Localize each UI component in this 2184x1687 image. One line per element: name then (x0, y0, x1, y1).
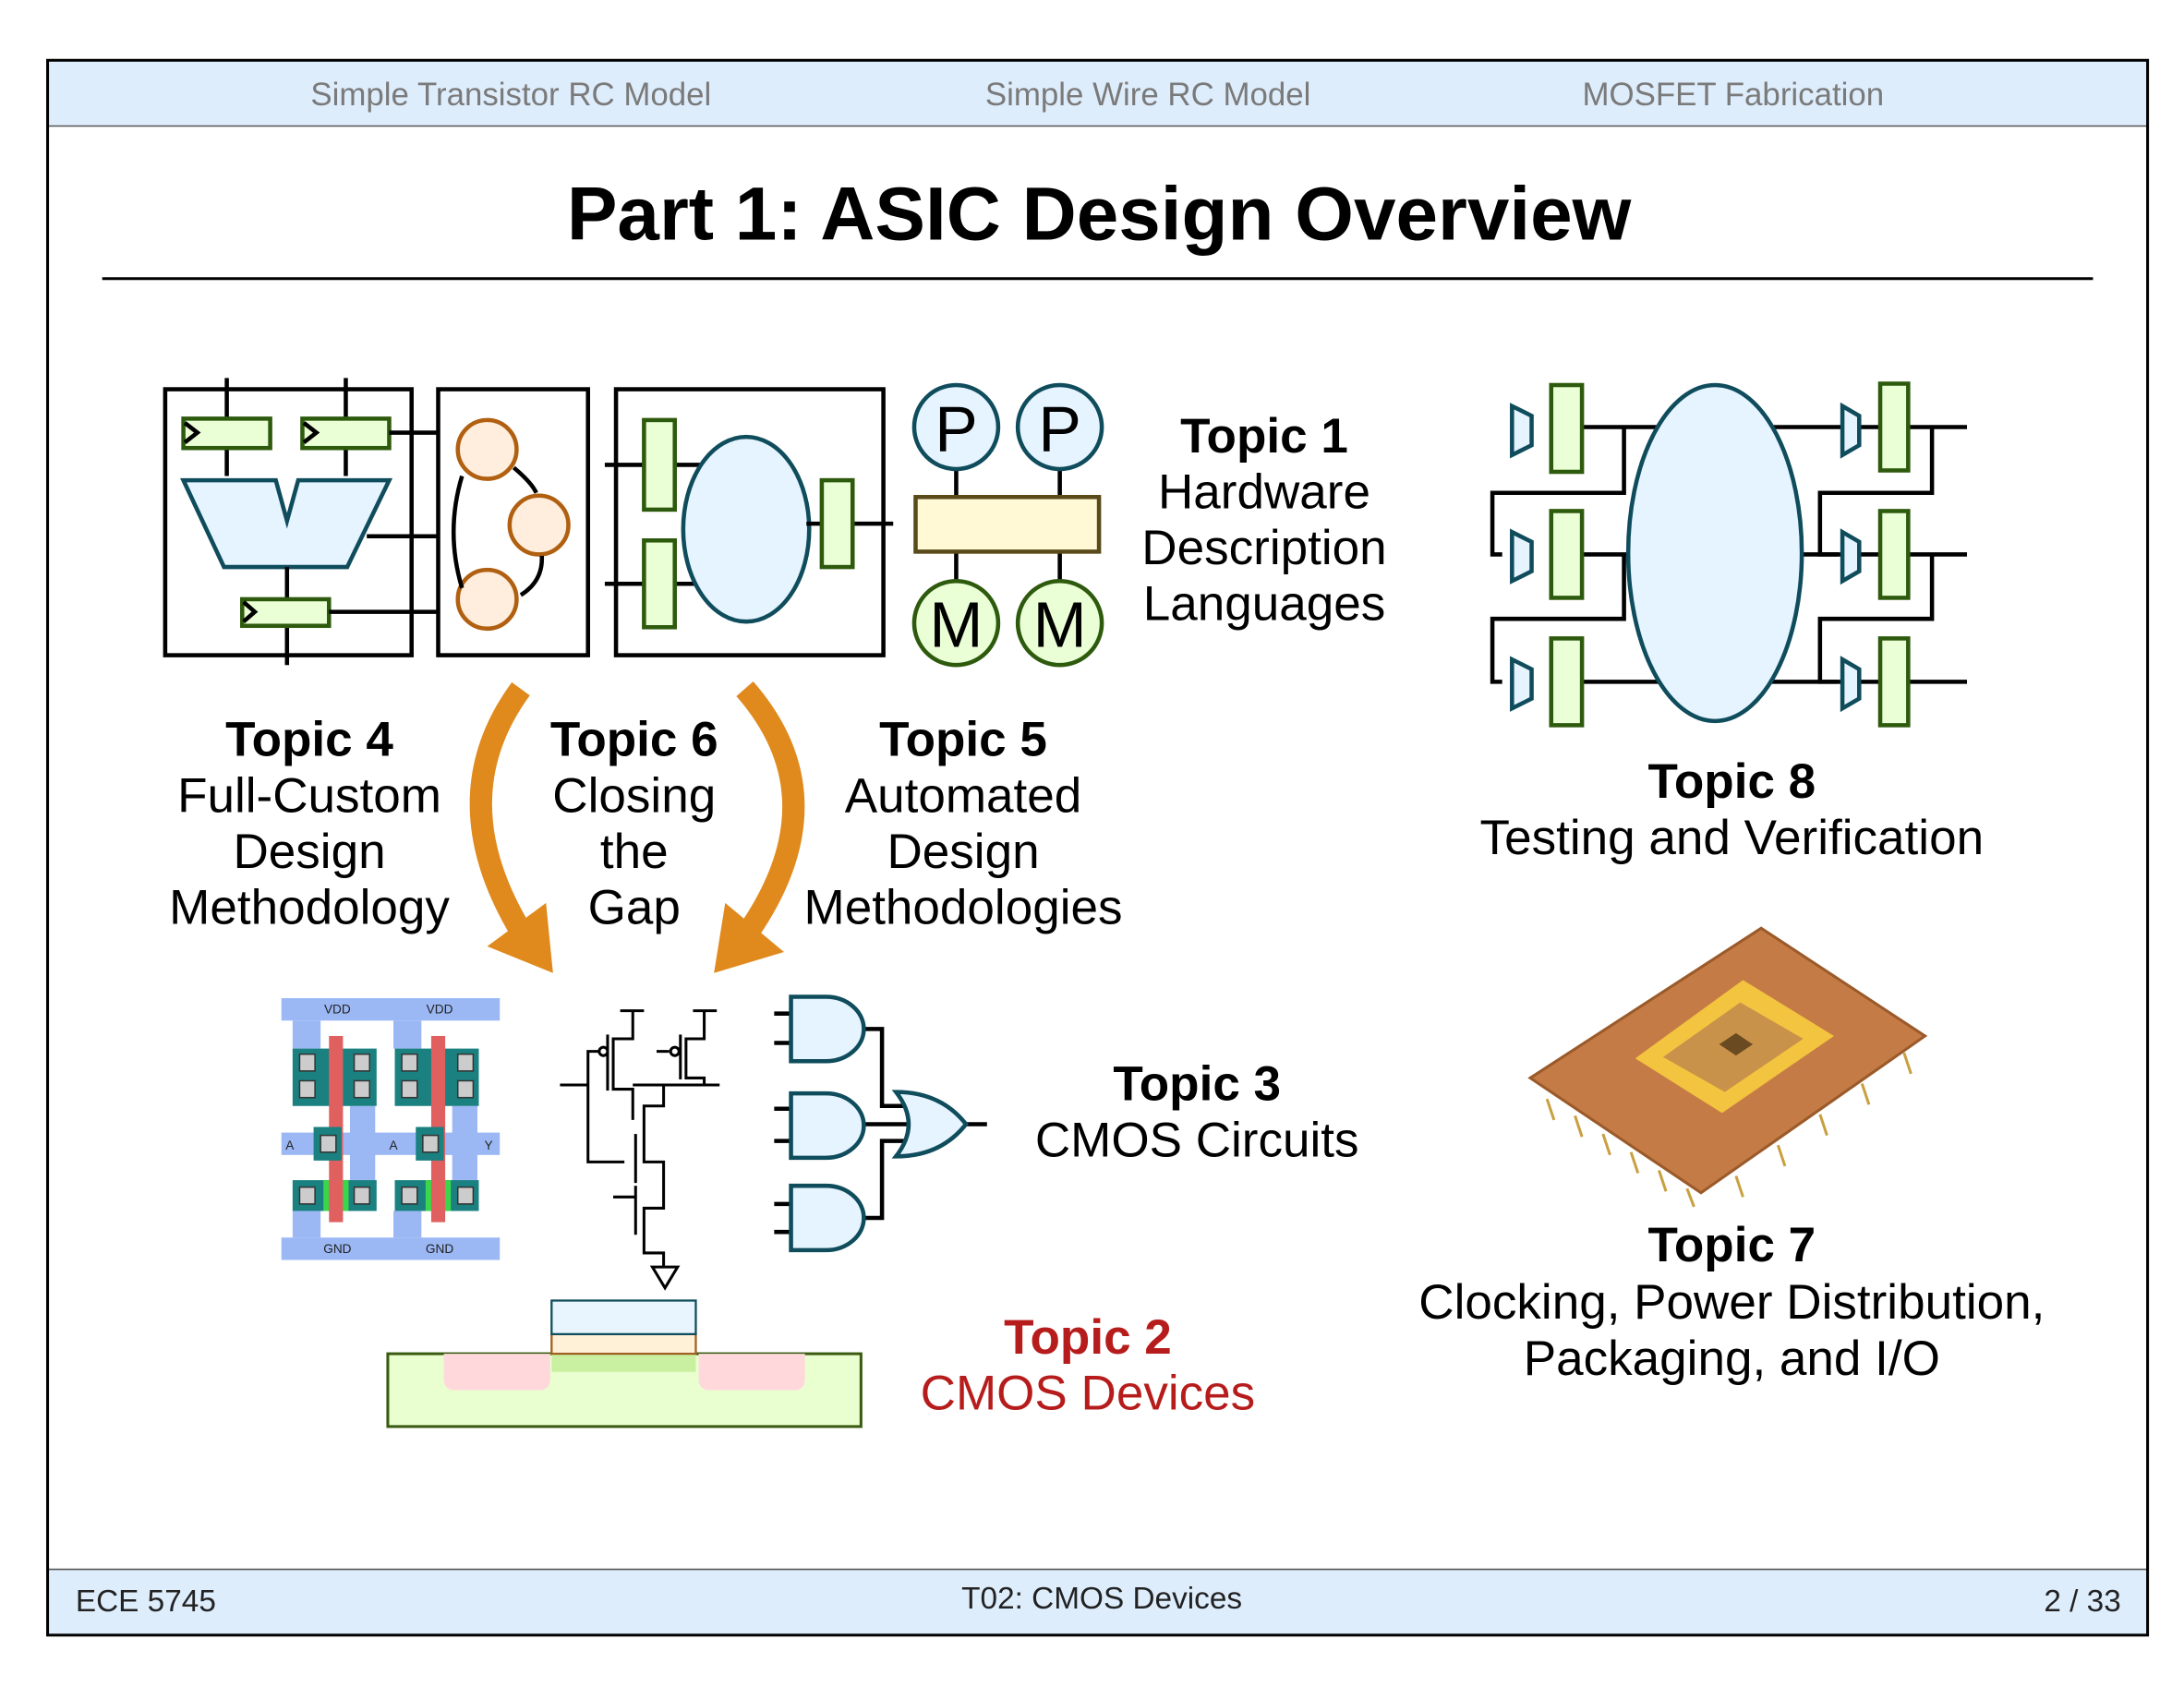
test-verification-figure (1490, 381, 1968, 728)
topic-8: Topic 8 Testing and Verification (1480, 754, 1985, 865)
processor-label: P (1038, 392, 1081, 464)
svg-text:CMOS Circuits: CMOS Circuits (1035, 1113, 1359, 1167)
nav-section-2[interactable]: Simple Wire RC Model (985, 77, 1311, 113)
svg-text:Topic 6: Topic 6 (550, 713, 718, 767)
topic-6: Topic 6 Closing the Gap (550, 713, 718, 935)
chip-package-image (1527, 926, 1928, 1208)
svg-text:Design: Design (887, 825, 1039, 879)
mosfet-cross-section-figure (386, 1299, 863, 1428)
header-bar (47, 60, 2148, 127)
topic-5: Topic 5 Automated Design Methodologies (804, 713, 1123, 935)
svg-text:Testing and Verification: Testing and Verification (1480, 811, 1985, 865)
nav-section-1[interactable]: Simple Transistor RC Model (310, 77, 711, 113)
svg-text:Packaging, and I/O: Packaging, and I/O (1524, 1332, 1940, 1386)
memory-label: M (1033, 588, 1087, 660)
topic-4: Topic 4 Full-Custom Design Methodology (169, 713, 450, 935)
svg-text:GND: GND (323, 1242, 351, 1256)
arrow-full-custom (469, 681, 553, 973)
processor-memory-figure: P P M M (911, 382, 1104, 668)
topic-1: Topic 1 Hardware Description Languages (1141, 409, 1386, 632)
svg-text:Clocking, Power Distribution,: Clocking, Power Distribution, (1418, 1275, 2045, 1330)
svg-text:Full-Custom: Full-Custom (177, 768, 441, 823)
footer-course: ECE 5745 (76, 1585, 216, 1619)
svg-text:Topic 1: Topic 1 (1180, 409, 1348, 464)
nav-section-3[interactable]: MOSFET Fabrication (1582, 77, 1884, 113)
svg-text:Automated: Automated (845, 768, 1082, 823)
footer-page-number: 2 / 33 (2044, 1585, 2120, 1619)
datapath-figure (163, 378, 439, 666)
svg-text:Topic 8: Topic 8 (1647, 754, 1816, 809)
svg-text:the: the (600, 825, 669, 879)
topic-7: Topic 7 Clocking, Power Distribution, Pa… (1418, 1218, 2045, 1386)
svg-text:VDD: VDD (324, 1003, 351, 1017)
arrow-automated (714, 681, 805, 973)
svg-text:A: A (285, 1139, 295, 1152)
cell-layout-figure: VDD VDD GND GND A A Y (281, 998, 501, 1260)
svg-text:CMOS Devices: CMOS Devices (921, 1367, 1256, 1421)
topic-3: Topic 3 CMOS Circuits (1035, 1057, 1359, 1168)
logic-gates-figure (774, 994, 987, 1253)
svg-text:Gap: Gap (588, 881, 681, 935)
svg-text:Design: Design (233, 825, 385, 879)
processor-label: P (935, 392, 978, 464)
svg-text:Closing: Closing (552, 768, 716, 823)
svg-text:Topic 7: Topic 7 (1647, 1218, 1816, 1272)
fsm-figure (436, 387, 591, 657)
memory-label: M (929, 588, 983, 660)
footer-bar (47, 1569, 2148, 1635)
slide-frame (46, 58, 2150, 1637)
transistor-schematic-figure (560, 1009, 720, 1291)
svg-text:Topic 2: Topic 2 (1004, 1310, 1172, 1365)
page-title: Part 1: ASIC Design Overview (567, 172, 1632, 256)
svg-text:Description: Description (1141, 521, 1386, 575)
svg-text:Hardware: Hardware (1158, 464, 1370, 519)
svg-text:Y: Y (485, 1139, 493, 1152)
svg-text:Topic 5: Topic 5 (879, 713, 1047, 767)
svg-text:A: A (389, 1139, 398, 1152)
svg-text:Methodologies: Methodologies (804, 881, 1123, 935)
svg-text:Languages: Languages (1143, 577, 1386, 632)
svg-text:Topic 3: Topic 3 (1113, 1057, 1281, 1112)
footer-lecture: T02: CMOS Devices (961, 1582, 1242, 1616)
svg-text:Topic 4: Topic 4 (225, 713, 393, 767)
svg-text:VDD: VDD (427, 1003, 453, 1017)
pipeline-cloud-figure (604, 387, 894, 657)
svg-text:GND: GND (426, 1242, 453, 1256)
topic-2: Topic 2 CMOS Devices (921, 1310, 1256, 1421)
svg-text:Methodology: Methodology (169, 881, 450, 935)
